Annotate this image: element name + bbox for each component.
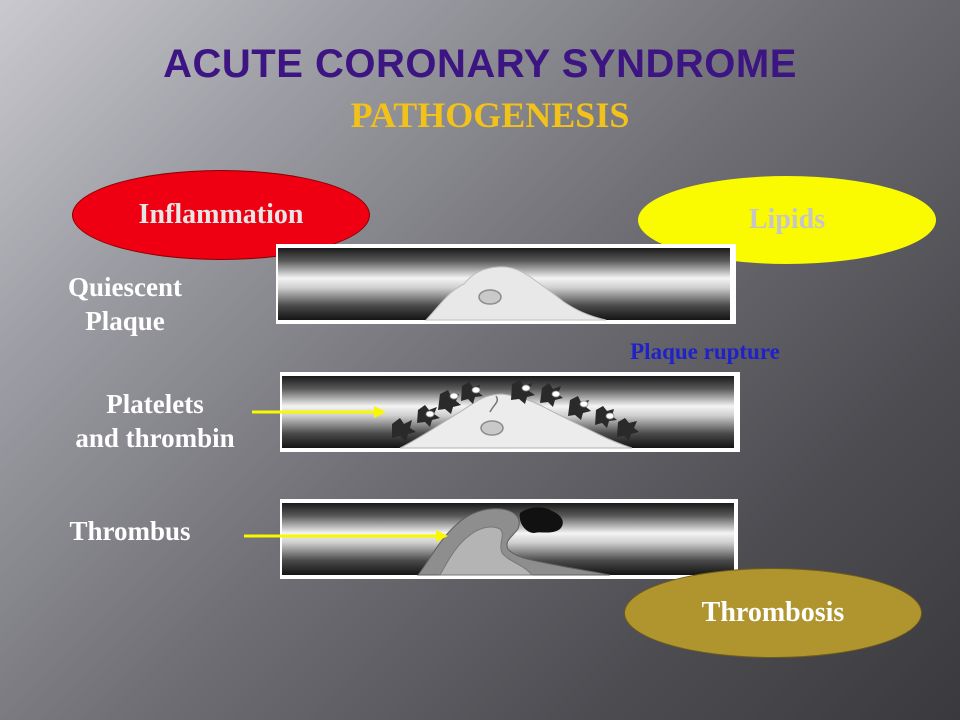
platelets-thrombin-label: Platelets and thrombin [75,389,235,453]
lipids-label: Lipids [748,204,826,235]
slide-title: ACUTE CORONARY SYNDROME [163,42,797,86]
quiescent-plaque-label: Quiescent Plaque [68,272,182,336]
plaque [424,266,607,321]
dark-clot [519,507,563,533]
thrombosis-oval: Thrombosis [624,568,922,658]
vessel-plaque-rupture [280,372,740,452]
thrombus-label: Thrombus [69,516,191,546]
platelet-clusters [392,380,639,442]
thrombus-core [439,526,534,576]
slide-subtitle: PATHOGENESIS [350,95,630,135]
arrow-thrombus [244,530,448,542]
plaque-rupture-label: Plaque rupture [630,339,780,364]
vessel-quiescent-plaque [276,244,736,324]
lipid-core [478,289,502,305]
arrow-platelets [252,406,386,418]
lipids-oval: Lipids [638,176,936,264]
inflammation-label: Inflammation [138,199,304,230]
inflammation-oval: Inflammation [72,170,370,260]
vessel-thrombus [280,499,738,579]
thrombosis-label: Thrombosis [701,597,845,628]
